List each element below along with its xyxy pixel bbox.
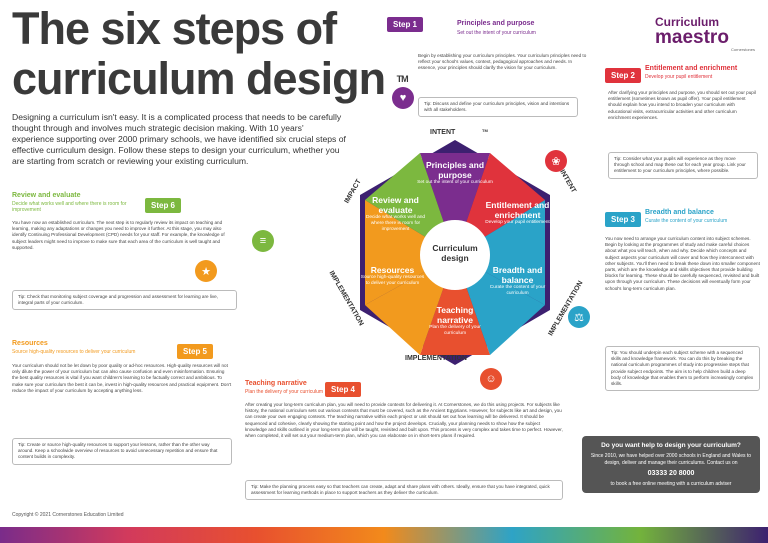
curriculum-wheel: Principles and purpose Set out the inten… bbox=[325, 140, 585, 370]
title-line-2: curriculum design TM bbox=[12, 53, 409, 104]
step-1-body: Begin by establishing your curriculum pr… bbox=[418, 53, 587, 71]
step-2-label: Step 2 bbox=[605, 68, 642, 83]
label-intent-top: INTENT bbox=[430, 129, 456, 136]
step-2-tip: Tip: Consider what your pupils will expe… bbox=[608, 152, 758, 179]
wheel-center: Curriculum design bbox=[432, 243, 478, 263]
people-icon: ☺ bbox=[480, 368, 502, 390]
step-6-subheading: Decide what works well and where there i… bbox=[12, 201, 127, 213]
books-icon: ≡ bbox=[252, 230, 274, 252]
step-3-heading: Breadth and balance bbox=[645, 209, 714, 216]
step-5-label: Step 5 bbox=[177, 344, 214, 359]
bottom-color-bar bbox=[0, 527, 768, 543]
step-5-tip: Tip: Create or source high-quality resou… bbox=[12, 438, 232, 465]
step-1-heading: Principles and purpose bbox=[457, 20, 535, 27]
copyright: Copyright © 2021 Cornerstones Education … bbox=[12, 512, 124, 518]
curriculum-maestro-logo: Curriculum maestro Cornerstones bbox=[655, 15, 755, 52]
intro-text: Designing a curriculum isn't easy. It is… bbox=[12, 112, 346, 166]
label-implementation-bottom: IMPLEMENTATION bbox=[405, 355, 467, 362]
step-3-label: Step 3 bbox=[605, 212, 642, 227]
step-4-label: Step 4 bbox=[325, 382, 362, 397]
scales-icon: ⚖ bbox=[568, 306, 590, 328]
step-4-tip: Tip: Make the planning process easy so t… bbox=[245, 480, 563, 501]
label-intent-tm: TM bbox=[482, 128, 488, 133]
help-body: Since 2010, we have helped over 2000 sch… bbox=[590, 453, 752, 466]
plant-icon: ❀ bbox=[545, 150, 567, 172]
segment-teaching: Teaching narrative Plan the delivery of … bbox=[429, 305, 481, 336]
page-title: The six steps of curriculum design TM bbox=[12, 3, 409, 104]
step-6-body: You have now an established curriculum. … bbox=[12, 220, 225, 250]
help-heading: Do you want help to design your curricul… bbox=[601, 442, 741, 449]
help-phone[interactable]: 03333 20 8000 bbox=[647, 470, 695, 477]
step-5-body: Your curriculum should not be let down b… bbox=[12, 363, 232, 393]
step-1-label: Step 1 bbox=[387, 17, 424, 32]
step-4-subheading: Plan the delivery of your curriculum bbox=[245, 389, 324, 395]
step-3-tip: Tip: You should underpin each subject sc… bbox=[605, 346, 760, 392]
heart-icon: ♥ bbox=[392, 87, 414, 109]
step-4-heading: Teaching narrative bbox=[245, 380, 307, 387]
segment-principles: Principles and purpose Set out the inten… bbox=[417, 160, 493, 185]
title-line-1: The six steps of bbox=[12, 3, 337, 54]
step-5-heading: Resources bbox=[12, 340, 48, 347]
step-6-label: Step 6 bbox=[145, 198, 182, 213]
star-icon: ★ bbox=[195, 260, 217, 282]
step-3-body: You now need to arrange your curriculum … bbox=[605, 236, 760, 291]
step-6-heading: Review and evaluate bbox=[12, 192, 81, 199]
segment-resources: Resources Source high-quality resources … bbox=[360, 265, 425, 286]
step-4-body: After creating your long-term curriculum… bbox=[245, 402, 563, 439]
step-2-subheading: Develop your pupil entitlement bbox=[645, 74, 713, 80]
step-1-tip: Tip: Discuss and define your curriculum … bbox=[418, 97, 578, 118]
step-6-tip: Tip: Check that monitoring subject cover… bbox=[12, 290, 237, 311]
help-box: Do you want help to design your curricul… bbox=[582, 436, 760, 493]
step-2-heading: Entitlement and enrichment bbox=[645, 65, 738, 72]
segment-breadth: Breadth and balance Curate the content o… bbox=[489, 265, 546, 296]
step-2-body: After clarifying your principles and pur… bbox=[608, 90, 756, 120]
step-1-subheading: Set out the intent of your curriculum bbox=[457, 30, 536, 36]
segment-entitlement: Entitlement and enrichment Develop your … bbox=[485, 200, 550, 225]
step-3-subheading: Curate the content of your curriculum bbox=[645, 218, 728, 224]
help-cta: to book a free online meeting with a cur… bbox=[610, 481, 732, 487]
segment-review: Review and evaluate Decide what works we… bbox=[365, 195, 426, 232]
step-5-subheading: Source high-quality resources to deliver… bbox=[12, 349, 136, 355]
